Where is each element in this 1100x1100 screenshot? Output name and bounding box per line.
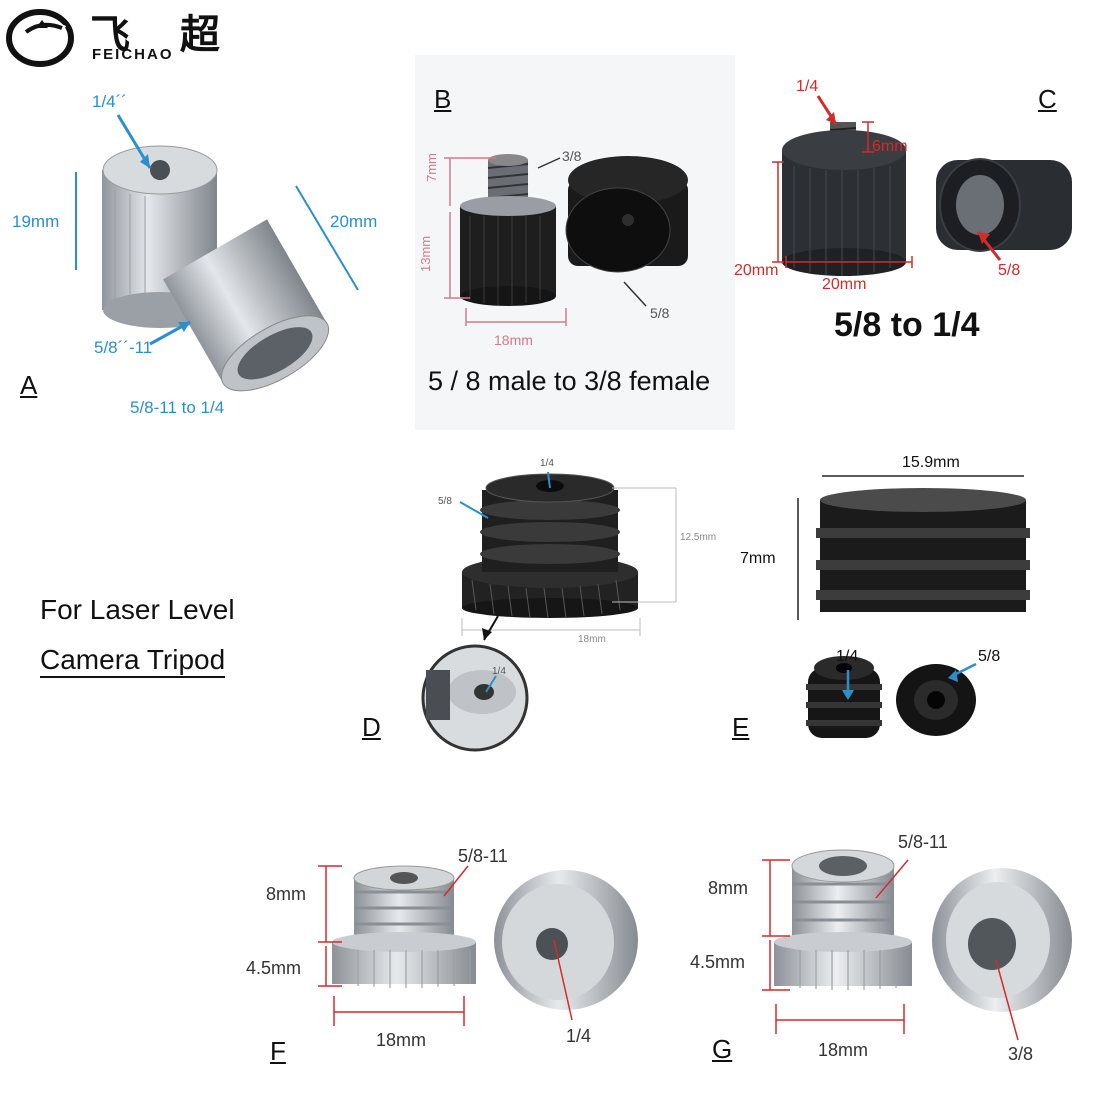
- b-bottom-thread-label: 5/8: [650, 305, 670, 321]
- g-outer-thread-label: 5/8-11: [898, 832, 948, 852]
- adapter-d-image: [421, 473, 638, 752]
- d-inset-thread-label: 1/4: [492, 666, 506, 677]
- a-top-thread-label: 1/4´´: [92, 92, 127, 111]
- c-width-label: 20mm: [822, 276, 867, 293]
- adapter-b-image: [460, 154, 688, 306]
- c-h-top-label: 6mm: [872, 138, 908, 155]
- c-caption: 5/8 to 1/4: [834, 306, 980, 344]
- d-width-label: 18mm: [578, 634, 606, 645]
- g-h-top-label: 8mm: [708, 878, 748, 898]
- f-inner-thread-label: 1/4: [566, 1026, 592, 1046]
- a-length-label: 20mm: [330, 212, 378, 231]
- g-h-base-label: 4.5mm: [690, 952, 746, 972]
- panel-letter-c: C: [1038, 84, 1057, 114]
- f-width-label: 18mm: [376, 1030, 427, 1050]
- panel-letter-e: E: [732, 712, 750, 742]
- usage-line-2: Camera Tripod: [40, 644, 226, 678]
- f-outer-thread-label: 5/8-11: [458, 846, 508, 866]
- brand-english: FEICHAO: [92, 46, 174, 63]
- panel-letter-b: B: [434, 84, 452, 114]
- panel-letter-a: A: [20, 370, 38, 400]
- panel-letter-g: G: [712, 1034, 733, 1064]
- e-inner-thread-label: 1/4: [836, 648, 859, 665]
- e-outer-thread-label: 5/8: [978, 648, 1001, 665]
- g-width-label: 18mm: [818, 1040, 869, 1060]
- g-inner-thread-label: 3/8: [1008, 1044, 1034, 1064]
- c-bottom-thread-label: 5/8: [998, 262, 1021, 279]
- c-top-thread-label: 1/4: [796, 78, 819, 95]
- usage-line-1: For Laser Level: [40, 594, 235, 625]
- a-height-label: 19mm: [12, 212, 60, 231]
- adapter-a-image: [102, 145, 330, 392]
- f-h-base-label: 4.5mm: [246, 958, 302, 978]
- feichao-logo-icon: [6, 9, 74, 67]
- c-height-label: 20mm: [734, 262, 779, 279]
- adapter-e-image: [806, 488, 1030, 738]
- e-height-label: 7mm: [740, 550, 776, 567]
- b-caption: 5 / 8 male to 3/8 female: [428, 366, 711, 396]
- d-height-label: 12.5mm: [680, 532, 717, 543]
- adapter-g-image: [774, 849, 1072, 1012]
- brand-chinese: 飞 超: [90, 12, 238, 58]
- d-outer-thread-label: 5/8: [438, 496, 452, 507]
- b-width-label: 18mm: [494, 332, 533, 348]
- f-h-top-label: 8mm: [266, 884, 306, 904]
- adapter-f-image: [332, 865, 638, 1010]
- d-top-thread-label: 1/4: [540, 458, 554, 469]
- a-bottom-thread-label: 5/8´´-11: [94, 338, 153, 357]
- e-width-label: 15.9mm: [902, 454, 960, 471]
- a-caption: 5/8-11 to 1/4: [130, 398, 225, 417]
- b-top-thread-label: 3/8: [562, 148, 582, 164]
- panel-letter-f: F: [270, 1036, 286, 1066]
- panel-letter-d: D: [362, 712, 381, 742]
